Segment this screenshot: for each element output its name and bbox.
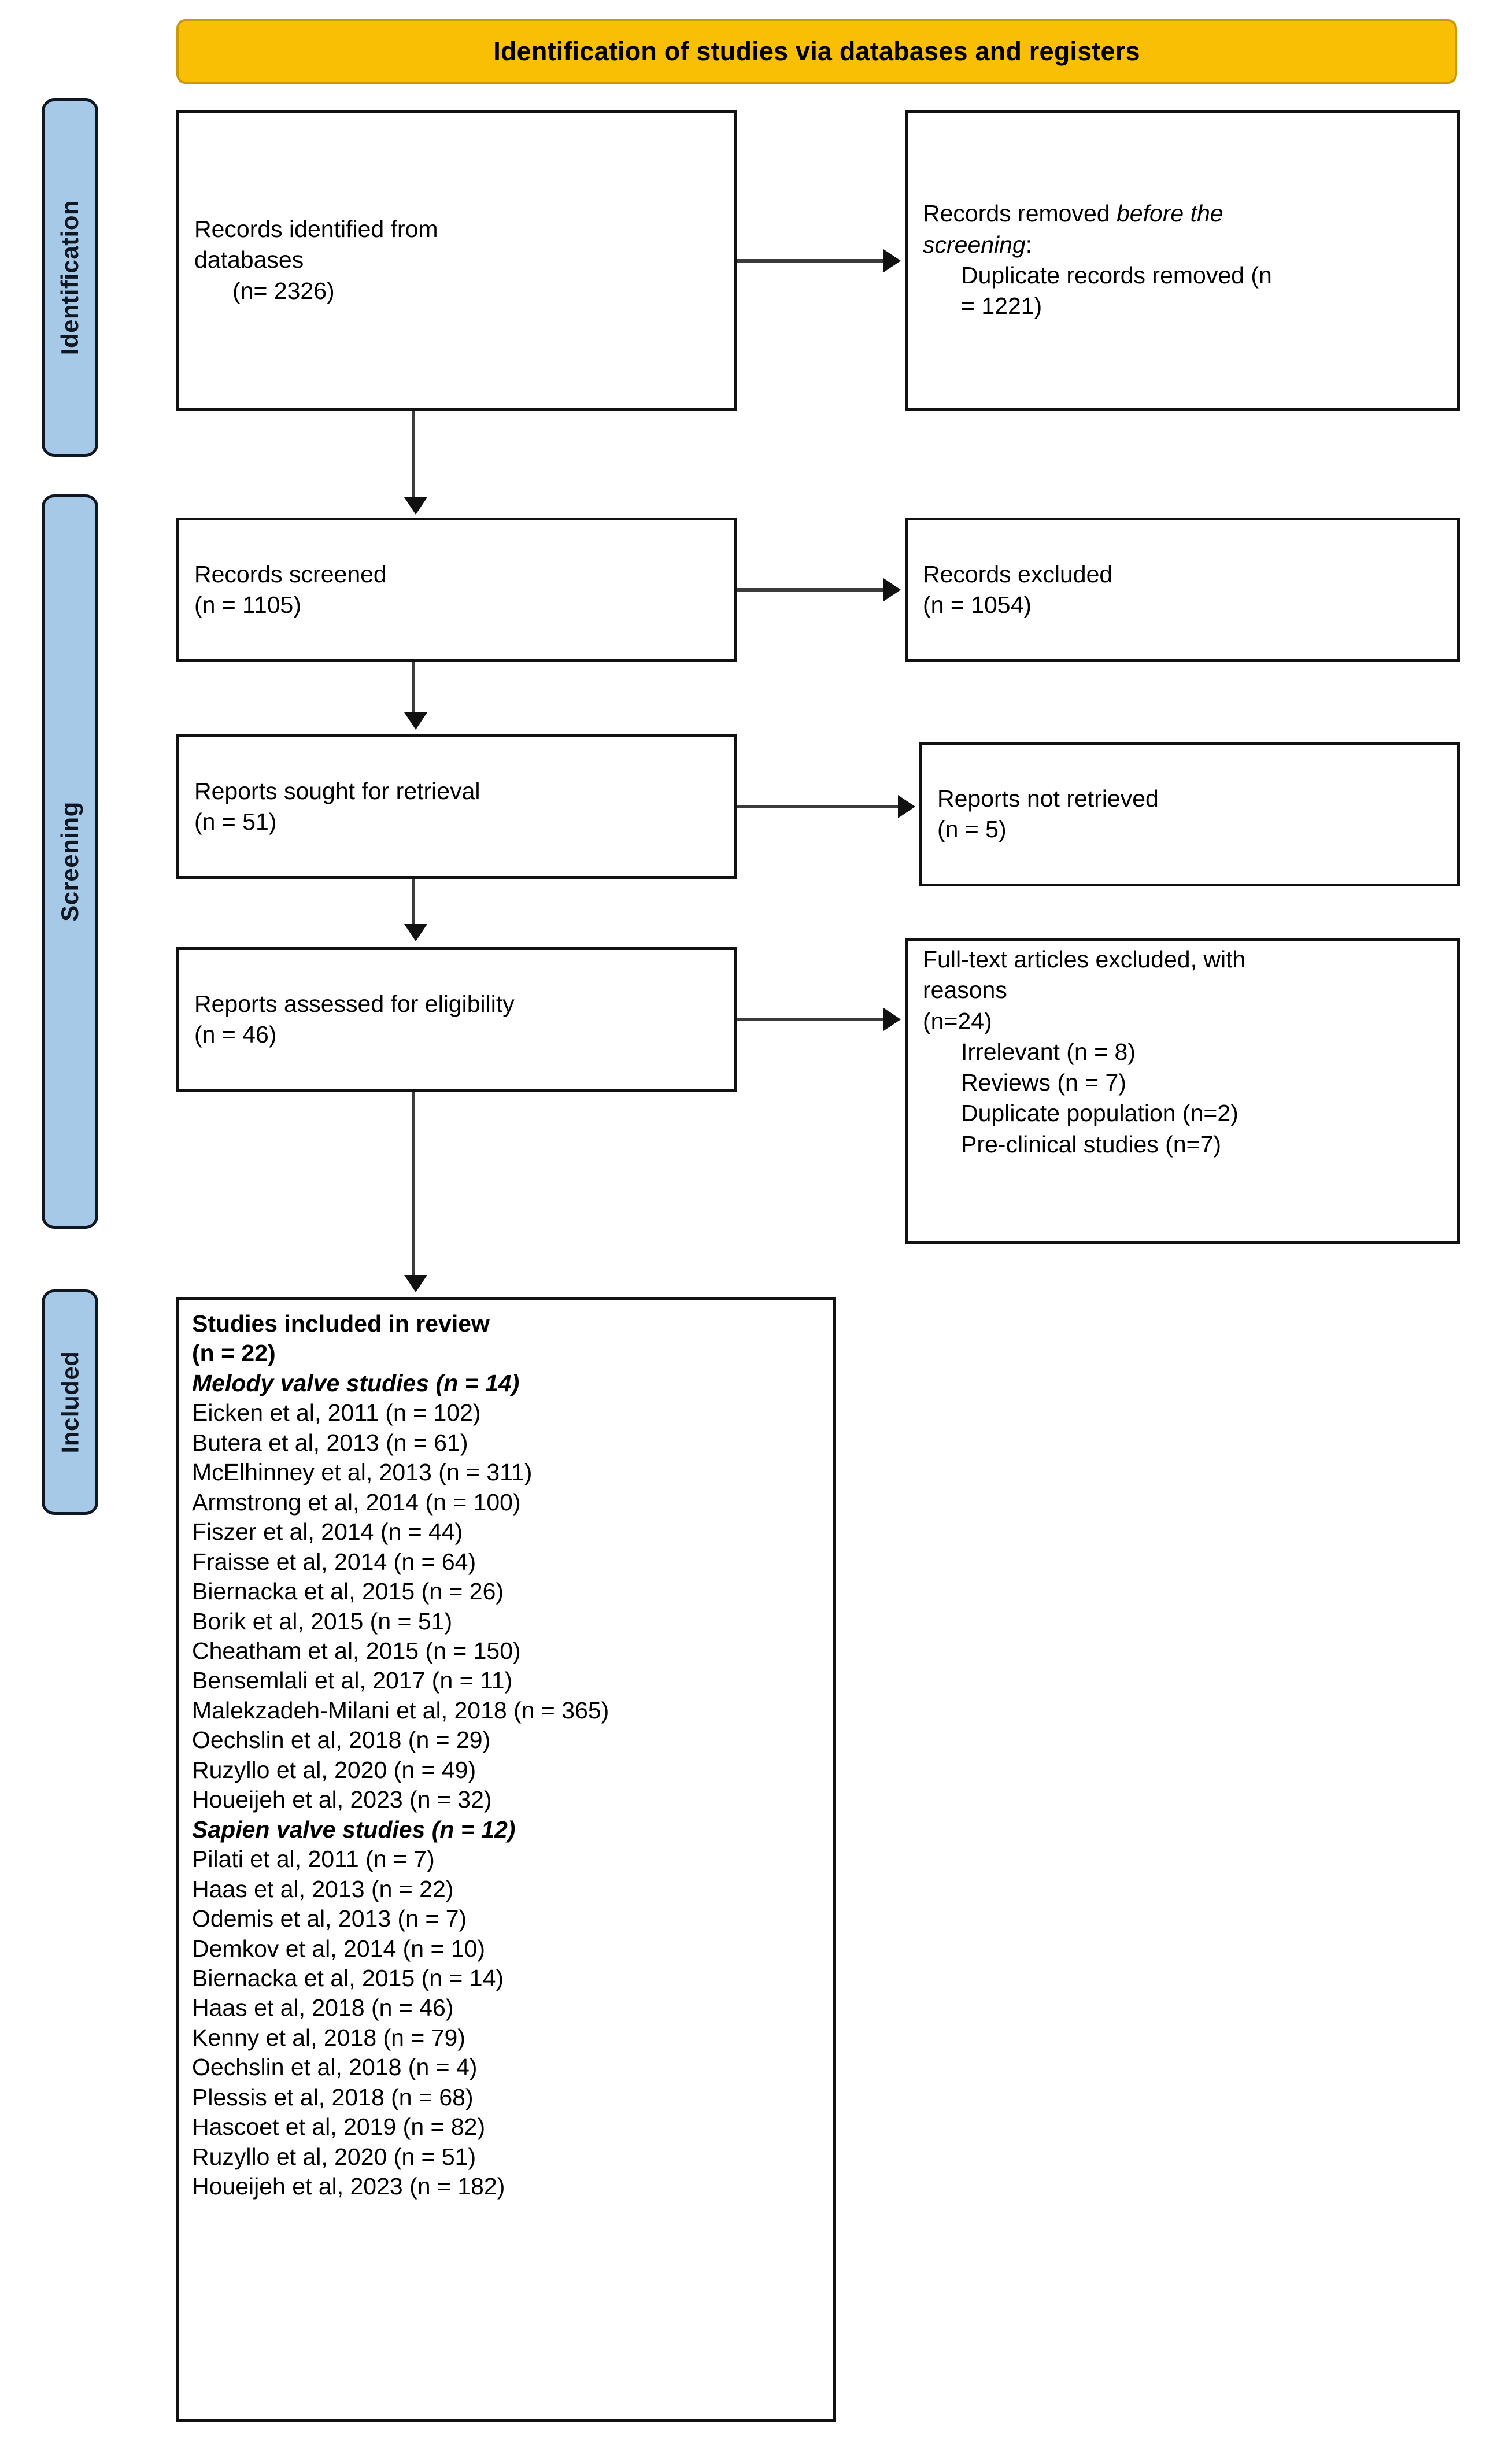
arrow-right-icon — [883, 578, 901, 601]
study-item: Fraisse et al, 2014 (n = 64) — [192, 1548, 476, 1575]
connector-assessed-to-fulltext-excluded — [737, 1018, 885, 1021]
records-excluded-count: (n = 1054) — [923, 592, 1032, 618]
records-excluded-label: Records excluded — [923, 560, 1113, 587]
study-item: Biernacka et al, 2015 (n = 14) — [192, 1964, 504, 1991]
study-item: Cheatham et al, 2015 (n = 150) — [192, 1637, 521, 1664]
study-item: Biernacka et al, 2015 (n = 26) — [192, 1578, 504, 1605]
reports-sought-count: (n = 51) — [194, 808, 277, 835]
arrow-right-icon — [898, 795, 915, 818]
study-item: Odemis et al, 2013 (n = 7) — [192, 1905, 467, 1932]
connector-assessed-to-included — [412, 1092, 415, 1277]
box-reports-assessed: Reports assessed for eligibility (n = 46… — [176, 947, 737, 1092]
box-records-excluded: Records excluded (n = 1054) — [905, 518, 1460, 662]
box-reports-sought: Reports sought for retrieval (n = 51) — [176, 734, 737, 879]
connector-sought-to-assessed — [412, 879, 415, 925]
records-removed-emphasis-1: before the — [1116, 200, 1223, 227]
records-removed-colon: : — [1025, 231, 1033, 258]
study-item: Malekzadeh-Milani et al, 2018 (n = 365) — [192, 1696, 609, 1724]
study-item: Bensemlali et al, 2017 (n = 11) — [192, 1667, 513, 1694]
box-fulltext-excluded: Full-text articles excluded, with reason… — [905, 938, 1460, 1244]
study-item: Fiszer et al, 2014 (n = 44) — [192, 1518, 463, 1546]
connector-identified-to-screened — [412, 411, 415, 500]
arrow-right-icon — [883, 1008, 901, 1031]
records-identified-line-2: databases — [194, 246, 304, 273]
stage-label-screening: Screening — [56, 801, 84, 922]
stage-label-identification: Identification — [56, 199, 83, 356]
records-removed-emphasis-2: screening — [923, 231, 1026, 258]
melody-valve-studies-heading: Melody valve studies (n = 14) — [192, 1369, 520, 1396]
study-item: Butera et al, 2013 (n = 61) — [192, 1429, 468, 1456]
box-records-removed: Records removed before the screening: Du… — [905, 110, 1460, 411]
records-removed-prefix: Records removed — [923, 200, 1117, 227]
records-removed-line-2: screening: — [923, 230, 1442, 260]
connector-screened-to-excluded — [737, 588, 885, 592]
reports-sought-label: Reports sought for retrieval — [194, 777, 480, 804]
exclusion-reason: Pre-clinical studies (n=7) — [961, 1130, 1222, 1158]
stage-bar-screening: Screening — [42, 494, 98, 1229]
records-identified-count: (n= 2326) — [232, 277, 335, 304]
records-screened-count: (n = 1105) — [194, 592, 302, 618]
stage-bar-included: Included — [42, 1289, 98, 1515]
box-studies-included: Studies included in review (n = 22) Melo… — [176, 1297, 836, 2422]
box-records-screened: Records screened (n = 1105) — [176, 518, 737, 662]
box-records-identified: Records identified from databases (n= 23… — [176, 110, 737, 411]
reports-not-retrieved-count: (n = 5) — [937, 816, 1007, 842]
study-item: Armstrong et al, 2014 (n = 100) — [192, 1488, 521, 1516]
study-item: Borik et al, 2015 (n = 51) — [192, 1607, 453, 1635]
study-item: McElhinney et al, 2013 (n = 311) — [192, 1459, 533, 1486]
study-item: Houeijeh et al, 2023 (n = 32) — [192, 1786, 492, 1813]
stage-label-included: Included — [56, 1351, 83, 1454]
study-item: Hascoet et al, 2019 (n = 82) — [192, 2113, 486, 2141]
exclusion-reason: Duplicate population (n=2) — [961, 1100, 1239, 1127]
study-item: Demkov et al, 2014 (n = 10) — [192, 1935, 486, 1962]
stage-bar-identification: Identification — [42, 98, 98, 457]
study-item: Pilati et al, 2011 (n = 7) — [192, 1846, 435, 1873]
exclusion-reason: Irrelevant (n = 8) — [961, 1038, 1136, 1065]
fulltext-excluded-line-1: Full-text articles excluded, with — [923, 946, 1246, 973]
connector-identified-to-removed — [737, 259, 885, 263]
banner-identification-header: Identification of studies via databases … — [176, 19, 1457, 84]
fulltext-excluded-count: (n=24) — [923, 1007, 992, 1034]
arrow-down-icon — [404, 712, 427, 730]
reports-assessed-count: (n = 46) — [194, 1021, 277, 1048]
records-screened-label: Records screened — [194, 560, 387, 587]
arrow-down-icon — [404, 497, 427, 515]
duplicate-records-removed-line-2: = 1221) — [961, 293, 1042, 320]
box-reports-not-retrieved: Reports not retrieved (n = 5) — [919, 742, 1460, 886]
reports-assessed-label: Reports assessed for eligibility — [194, 990, 515, 1017]
exclusion-reason: Reviews (n = 7) — [961, 1069, 1126, 1096]
study-item: Haas et al, 2013 (n = 22) — [192, 1875, 454, 1902]
study-item: Haas et al, 2018 (n = 46) — [192, 1994, 454, 2021]
study-item: Kenny et al, 2018 (n = 79) — [192, 2024, 465, 2051]
study-item: Ruzyllo et al, 2020 (n = 49) — [192, 1756, 476, 1783]
sapien-valve-studies-heading: Sapien valve studies (n = 12) — [192, 1816, 516, 1843]
study-item: Oechslin et al, 2018 (n = 29) — [192, 1727, 491, 1754]
connector-screened-to-sought — [412, 662, 415, 714]
studies-included-heading: Studies included in review — [192, 1310, 490, 1337]
duplicate-records-removed-line-1: Duplicate records removed (n — [961, 262, 1272, 289]
arrow-right-icon — [883, 249, 901, 272]
reports-not-retrieved-label: Reports not retrieved — [937, 785, 1159, 812]
studies-included-total: (n = 22) — [192, 1340, 276, 1367]
fulltext-excluded-line-2: reasons — [923, 977, 1007, 1004]
connector-sought-to-not-retrieved — [737, 805, 899, 808]
arrow-down-icon — [404, 924, 427, 941]
study-item: Plessis et al, 2018 (n = 68) — [192, 2083, 474, 2110]
study-item: Oechslin et al, 2018 (n = 4) — [192, 2054, 478, 2081]
study-item: Houeijeh et al, 2023 (n = 182) — [192, 2173, 505, 2200]
study-item: Eicken et al, 2011 (n = 102) — [192, 1399, 481, 1426]
records-removed-line-1: Records removed before the — [923, 198, 1442, 229]
banner-title: Identification of studies via databases … — [493, 36, 1140, 66]
arrow-down-icon — [404, 1275, 427, 1292]
records-identified-line-1: Records identified from — [194, 216, 438, 243]
study-item: Ruzyllo et al, 2020 (n = 51) — [192, 2143, 476, 2170]
